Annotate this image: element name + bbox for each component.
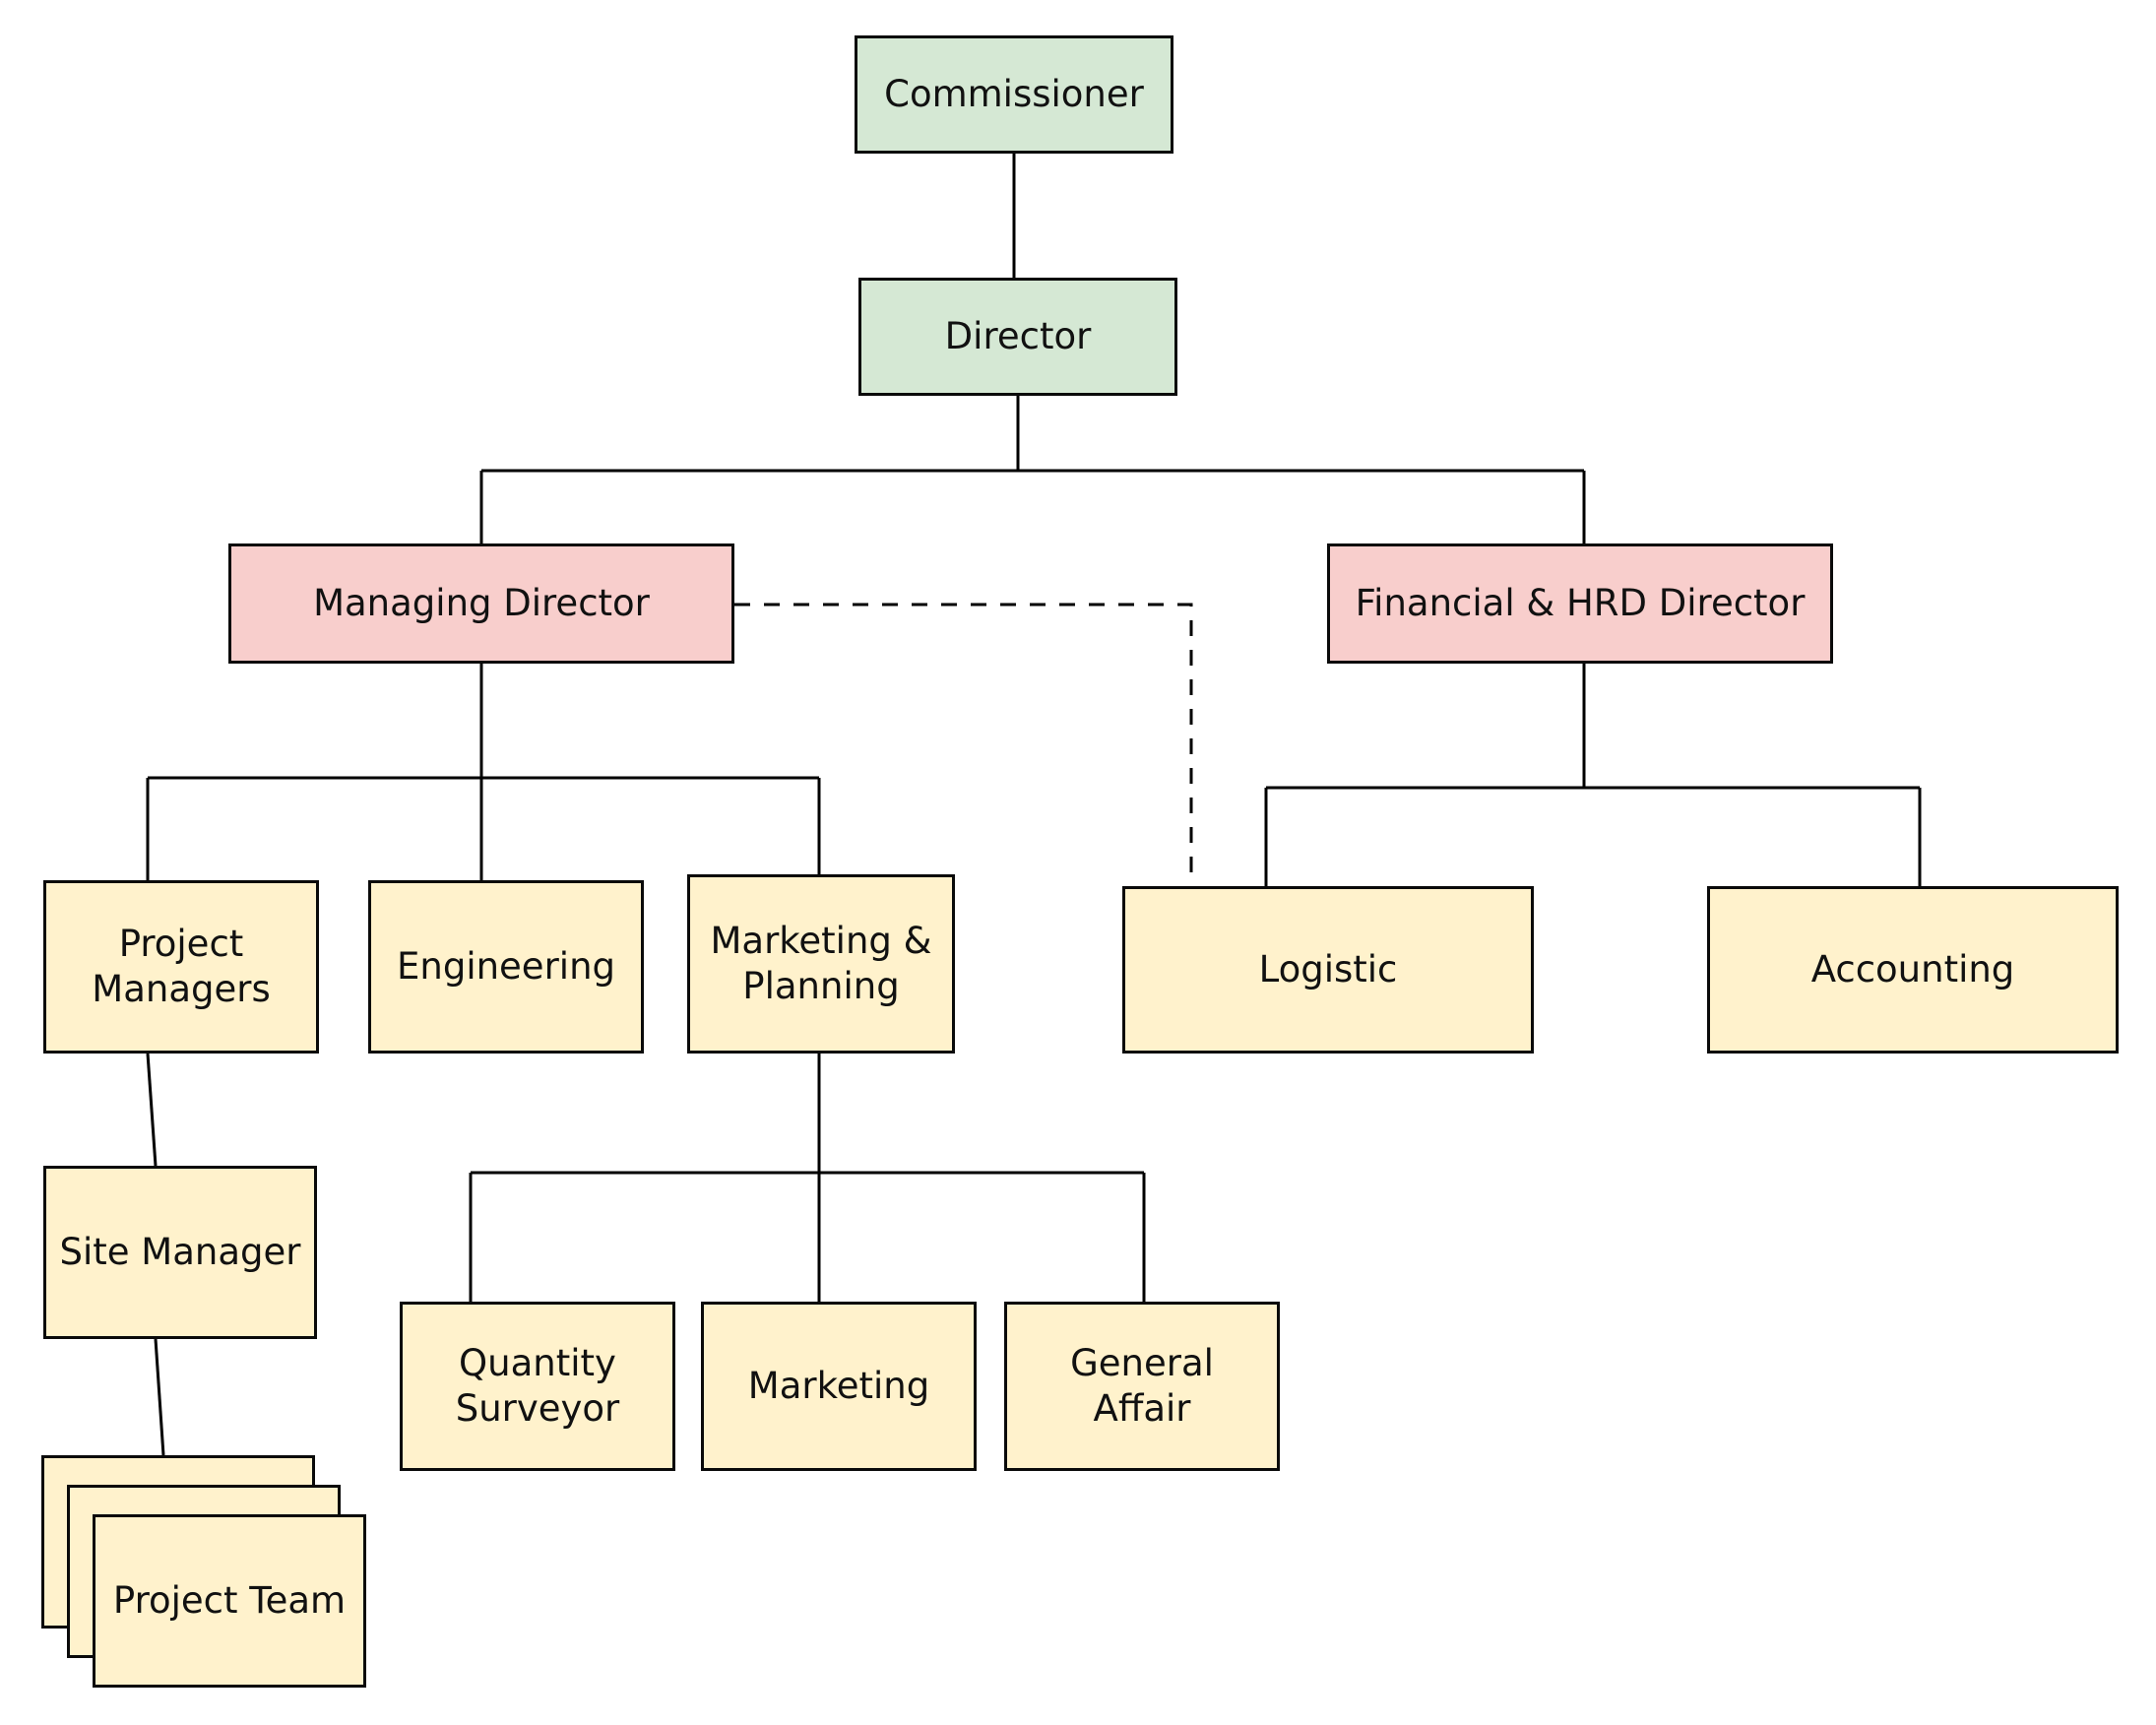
edge-managing-director-logistic-dashed [734, 603, 1193, 886]
node-project-managers[interactable]: Project Managers [43, 880, 319, 1054]
node-project-team[interactable]: Project Team [93, 1514, 366, 1688]
node-managing-director[interactable]: Managing Director [228, 543, 734, 664]
node-engineering[interactable]: Engineering [368, 880, 644, 1054]
node-financial-hrd-director[interactable]: Financial & HRD Director [1327, 543, 1833, 664]
node-site-manager[interactable]: Site Manager [43, 1166, 317, 1339]
node-commissioner[interactable]: Commissioner [855, 35, 1173, 154]
edge-site-manager-project-team [154, 1338, 165, 1456]
node-marketing[interactable]: Marketing [701, 1302, 977, 1471]
edge-project-managers-site-manager [146, 1053, 158, 1167]
node-quantity-surveyor[interactable]: Quantity Surveyor [400, 1302, 675, 1471]
node-marketing-planning[interactable]: Marketing & Planning [687, 874, 955, 1054]
node-logistic[interactable]: Logistic [1122, 886, 1534, 1054]
node-general-affair[interactable]: General Affair [1004, 1302, 1280, 1471]
node-accounting[interactable]: Accounting [1707, 886, 2119, 1054]
node-director[interactable]: Director [858, 278, 1177, 396]
